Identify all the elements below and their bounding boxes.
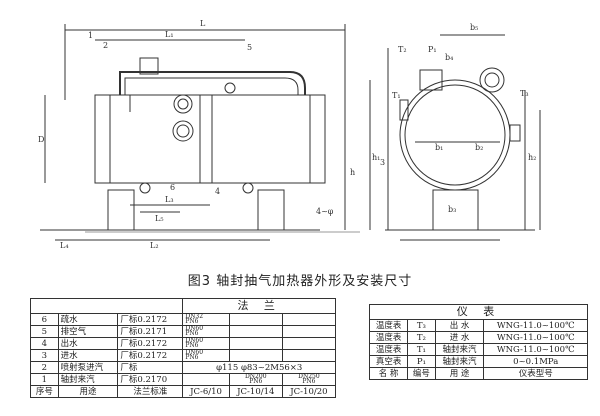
label-L2: L₂ — [150, 241, 159, 250]
table-row: 温度表 T₃ 出 水 WNG-11.0~100℃ — [368, 319, 588, 332]
label-n4: 4 — [215, 187, 220, 196]
label-b4: b₄ — [445, 53, 453, 62]
label-b2: b₂ — [475, 143, 483, 152]
table-footer: 名 称 编号 用 途 仪表型号 — [368, 367, 588, 380]
label-h2: h₂ — [528, 153, 536, 162]
label-b1: b₁ — [435, 143, 443, 152]
label-T2: T₂ — [398, 45, 407, 54]
table-row: 真空表 P₁ 轴封来汽 0~0.1MPa — [368, 355, 588, 368]
label-fixing: 4~φ — [316, 207, 334, 216]
label-L3: L₃ — [165, 195, 174, 204]
label-h1: h₁ — [372, 153, 380, 162]
table-row: 2 喷射泵进汽 厂标 φ115 φ83~2M56×3 — [30, 361, 336, 374]
heater-drawing: L L₁ 1 2 5 D 6 4 L₃ L₅ 4~φ h L₄ L₂ T₂ P₁… — [38, 19, 541, 250]
label-n1: 1 — [88, 31, 93, 40]
label-n5: 5 — [247, 43, 252, 52]
table-row: 温度表 T₁ 轴封来汽 WNG-11.0~100℃ — [368, 343, 588, 356]
side-view — [369, 34, 541, 241]
label-T3: T₃ — [520, 89, 529, 98]
label-L4: L₄ — [60, 241, 69, 250]
label-L: L — [200, 19, 206, 28]
label-L5: L₅ — [155, 214, 164, 223]
label-L1: L₁ — [165, 30, 174, 39]
table-footer: 序号 用途 法兰标准 JC-6/10 JC-10/14 JC-10/20 — [30, 385, 337, 398]
label-T1: T₁ — [392, 91, 401, 100]
label-n3: 3 — [380, 158, 385, 167]
figure-caption: 图3 轴封抽气加热器外形及安装尺寸 — [187, 274, 413, 289]
label-P1: P₁ — [428, 45, 437, 54]
instrument-title: 仪 表 — [369, 304, 588, 320]
label-h: h — [350, 168, 355, 177]
front-view — [40, 24, 360, 241]
label-b3: b₃ — [448, 205, 456, 214]
flange-title: 法 兰 — [182, 298, 336, 314]
side-labels: T₂ P₁ T₃ T₁ b₅ b₄ b₁ b₂ b₃ h₁ h₂ 3 — [372, 23, 536, 214]
label-n6: 6 — [170, 183, 175, 192]
label-D: D — [38, 135, 44, 144]
label-b5: b₅ — [470, 23, 478, 32]
label-n2: 2 — [103, 41, 108, 50]
front-labels: L L₁ 1 2 5 D 6 4 L₃ L₅ 4~φ h L₄ L₂ — [38, 19, 355, 250]
instrument-table: 仪 表 温度表 T₃ 出 水 WNG-11.0~100℃ 温度表 T₂ 进 水 … — [368, 304, 588, 380]
table-row: 温度表 T₂ 进 水 WNG-11.0~100℃ — [368, 331, 588, 344]
